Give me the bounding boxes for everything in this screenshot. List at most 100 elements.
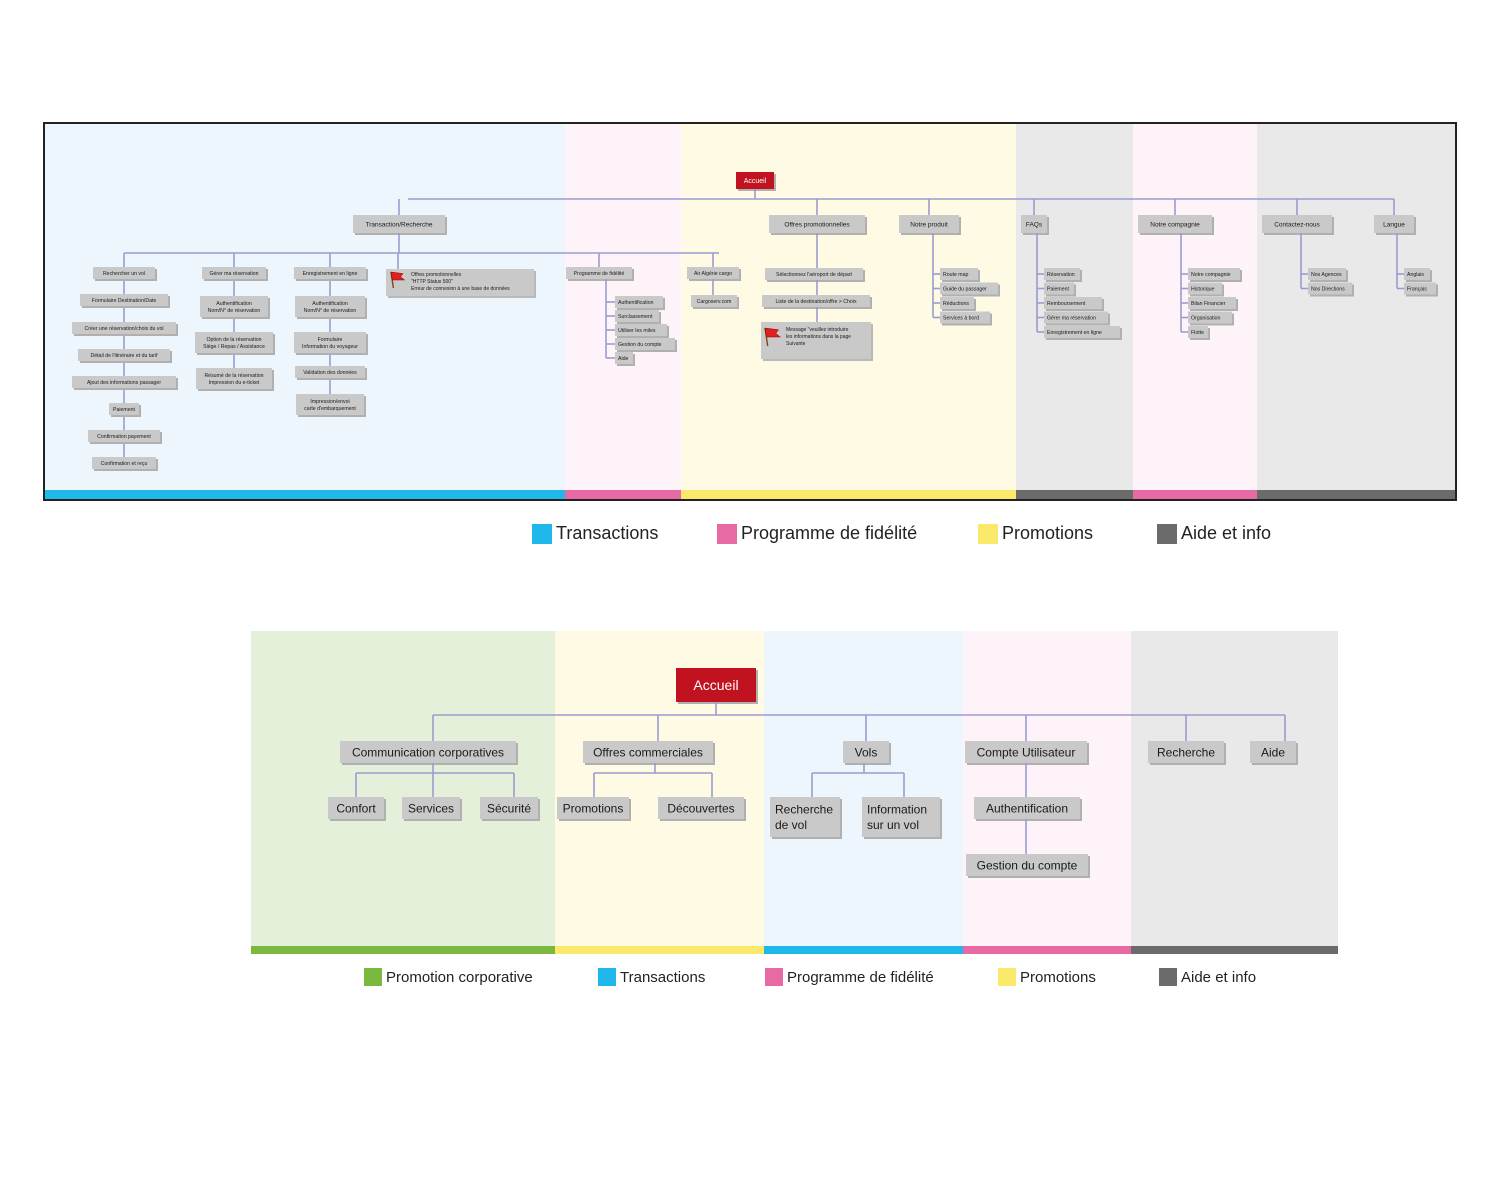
section2-node[interactable]: Recherche [1148, 741, 1226, 765]
corporate-item[interactable]: Sécurité [480, 797, 540, 821]
enregistrement-step[interactable]: Enregistrement en ligne [294, 267, 368, 281]
node-label: Organisation [1191, 315, 1221, 321]
node-label: Accueil [693, 677, 738, 693]
section2-node[interactable]: Vols [843, 741, 891, 765]
fidelite-item[interactable]: Surclassement [615, 310, 661, 324]
compagnie-item[interactable]: Flotte [1188, 326, 1210, 340]
section2-node[interactable]: Offres commerciales [583, 741, 715, 765]
section2-node[interactable]: Compte Utilisateur [965, 741, 1089, 765]
section2-node[interactable]: Aide [1250, 741, 1298, 765]
contact-item[interactable]: Nos Agences [1308, 268, 1348, 282]
node-label: Historique [1191, 286, 1214, 292]
section-node[interactable]: Langue [1374, 215, 1416, 235]
legend-item: Transactions [598, 968, 705, 986]
node-label: Formulaire [318, 337, 343, 343]
node-label: Réservation [1047, 272, 1075, 278]
produit-item[interactable]: Guide du passager [940, 282, 1000, 297]
compagnie-item[interactable]: Notre compagnie [1188, 268, 1242, 282]
cargo-link[interactable]: Cargoserv.com [691, 295, 739, 309]
node-label: Notre produit [910, 221, 948, 228]
offres-step[interactable]: Sélectionnez l'aéroport de départ [765, 268, 865, 282]
legend-item: Promotions [998, 968, 1096, 986]
offres-item[interactable]: Découvertes [658, 797, 746, 821]
rechercher-step[interactable]: Détail de l'itinéraire et du tarif [78, 349, 172, 363]
langue-item[interactable]: Anglais [1404, 268, 1432, 282]
rechercher-step[interactable]: Paiement [109, 403, 141, 417]
compagnie-item[interactable]: Organisation [1188, 311, 1234, 326]
offres-item[interactable]: Promotions [557, 797, 631, 821]
node-label: Paiement [1047, 286, 1069, 292]
rechercher-step[interactable]: Confirmation payement [88, 430, 162, 444]
legend-swatch [1159, 968, 1177, 986]
legend-label: Promotions [1020, 968, 1096, 986]
root2-node-accueil[interactable]: Accueil [676, 668, 758, 704]
fidelite-item[interactable]: Authentification [615, 296, 665, 310]
node-label: Utiliser les miles [618, 328, 656, 334]
node-label: Bilan Financier [1191, 301, 1226, 307]
section-node[interactable]: Notre produit [899, 215, 961, 235]
gerer-step[interactable]: Gérer ma réservation [202, 267, 268, 281]
offres-step[interactable]: Liste de la destination/offre > Choix [762, 295, 872, 309]
svg-text:Offres promotionnelles: Offres promotionnelles [411, 272, 462, 278]
fidelite-item[interactable]: Utiliser les miles [615, 324, 669, 338]
faq-item[interactable]: Gérer ma réservation [1044, 311, 1110, 326]
node-label: Recherche [1157, 745, 1215, 759]
section2-node[interactable]: Communication corporatives [340, 741, 518, 765]
produit-item[interactable]: Réductions [940, 297, 976, 311]
band-bar-fidelity [565, 490, 681, 499]
node-label: Surclassement [618, 314, 653, 320]
section-node[interactable]: FAQs [1021, 215, 1049, 235]
langue-item[interactable]: Français [1404, 282, 1438, 297]
section-node[interactable]: Offres promotionnelles [769, 215, 867, 235]
node-label: Résumé de la réservation [204, 373, 263, 379]
faq-item[interactable]: Paiement [1044, 282, 1076, 297]
node-label: Cargoserv.com [697, 299, 732, 305]
svg-text:Message "veuillez introduire: Message "veuillez introduire [786, 327, 849, 333]
rechercher-step[interactable]: Ajout des informations passager [72, 376, 178, 390]
legend-swatch [978, 523, 998, 544]
compagnie-item[interactable]: Bilan Financier [1188, 297, 1238, 311]
node-label: Programme de fidélité [574, 271, 625, 277]
fidelite-node[interactable]: Programme de fidélité [566, 267, 634, 281]
contact-item[interactable]: Nos Directions [1308, 282, 1354, 297]
node-label: Information [867, 803, 927, 817]
band-bar-fidelity [1133, 490, 1257, 499]
node-label: Remboursement [1047, 301, 1086, 307]
cargo-node[interactable]: Air Algérie cargo [687, 267, 741, 281]
fidelite-item[interactable]: Gestion du compte [615, 338, 677, 352]
svg-text:Suivante: Suivante [786, 341, 806, 347]
node-label: Siège / Repas / Assistance [203, 344, 265, 350]
rechercher-step[interactable]: Rechercher un vol [93, 267, 157, 281]
faq-item[interactable]: Réservation [1044, 268, 1082, 282]
faq-item[interactable]: Remboursement [1044, 297, 1104, 311]
section-node[interactable]: Transaction/Recherche [353, 215, 447, 235]
section-node[interactable]: Notre compagnie [1138, 215, 1214, 235]
compte-item[interactable]: Gestion du compte [966, 854, 1090, 878]
fidelite-item[interactable]: Aide [615, 352, 635, 366]
corporate-item[interactable]: Services [402, 797, 462, 821]
enregistrement-step[interactable]: Validation des données [295, 366, 367, 380]
root-node-accueil[interactable]: Accueil [736, 172, 776, 191]
section-node[interactable]: Contactez-nous [1262, 215, 1334, 235]
produit-item[interactable]: Route map [940, 268, 980, 282]
compte-item[interactable]: Authentification [974, 797, 1082, 821]
produit-item[interactable]: Services à bord [940, 311, 992, 326]
rechercher-step[interactable]: Confirmation et reçu [92, 457, 158, 471]
faq-item[interactable]: Enregistrement en ligne [1044, 326, 1122, 340]
rechercher-step[interactable]: Créer une réservation/choix du vol [72, 322, 178, 336]
node-label: Nom/N° de réservation [304, 308, 357, 314]
corporate-item[interactable]: Confort [328, 797, 386, 821]
rechercher-step[interactable]: Formulaire Destination/Date [80, 294, 170, 308]
legend-swatch [532, 523, 552, 544]
node-label: Transaction/Recherche [366, 221, 433, 228]
compagnie-item[interactable]: Historique [1188, 282, 1224, 297]
